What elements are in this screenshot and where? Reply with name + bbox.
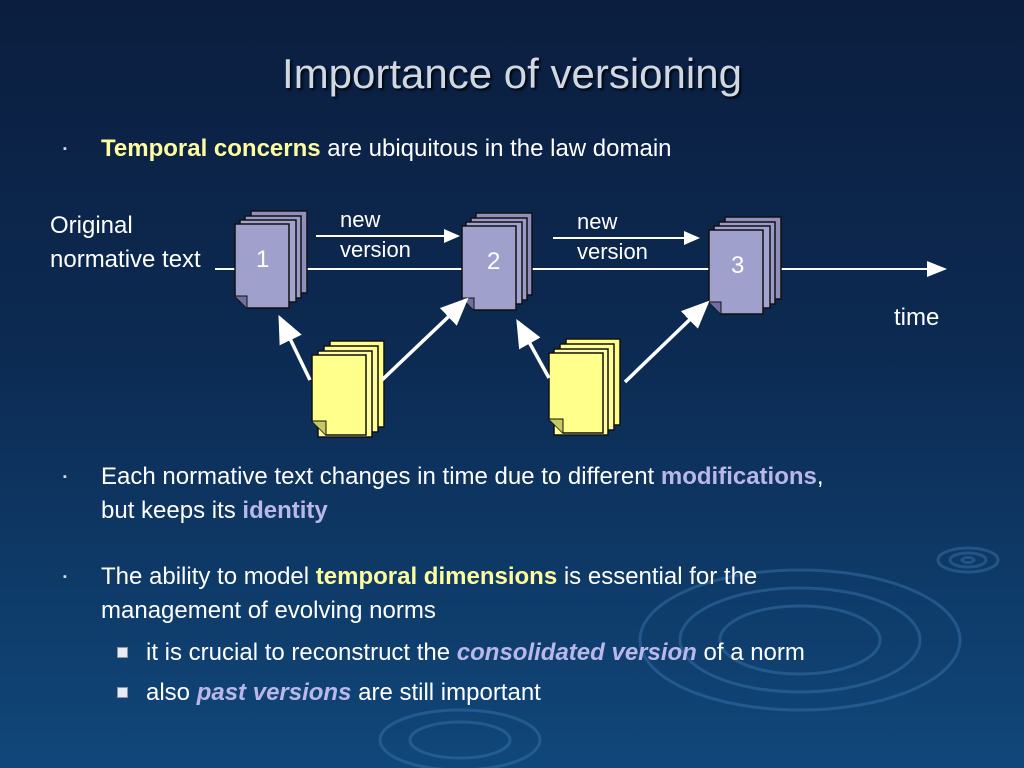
original-label-line2: normative text bbox=[50, 246, 201, 273]
version-number-3: 3 bbox=[731, 252, 745, 279]
bullet-text: are ubiquitous in the law domain bbox=[320, 135, 672, 162]
version-number-1: 1 bbox=[256, 246, 270, 273]
bullet-text: of a norm bbox=[696, 639, 805, 666]
highlight-temporal-concerns: Temporal concerns bbox=[101, 135, 321, 162]
bullet-text: Each normative text changes in time due … bbox=[101, 463, 661, 490]
highlight-identity: identity bbox=[242, 497, 328, 524]
sub-bullet-past-versions: also past versions are still important bbox=[146, 676, 541, 710]
slide-title: Importance of versioning bbox=[282, 50, 742, 97]
bullet-text: , bbox=[816, 463, 824, 490]
modification-arrow-1a bbox=[278, 314, 312, 381]
original-label-line1: Original bbox=[50, 212, 133, 239]
highlight-temporal-dimensions: temporal dimensions bbox=[315, 563, 558, 590]
bullet-text: it is crucial to reconstruct the bbox=[146, 639, 457, 666]
bullet-marker: ▪ bbox=[63, 571, 67, 583]
bullet-temporal-dimensions: The ability to model temporal dimensions… bbox=[101, 560, 1001, 628]
bullet-text: is essential for the bbox=[557, 563, 758, 590]
versioning-diagram bbox=[215, 210, 947, 438]
modification-document-stack-1 bbox=[311, 340, 385, 438]
bullet-marker: ▪ bbox=[63, 143, 67, 155]
new-version-label-2-line2: version bbox=[577, 239, 648, 264]
document-stack-version-1 bbox=[234, 210, 308, 309]
bullet-marker: ▪ bbox=[63, 471, 67, 483]
modification-arrow-1b bbox=[380, 297, 469, 382]
document-stack-version-3 bbox=[708, 216, 782, 315]
highlight-past-versions: past versions bbox=[196, 679, 352, 706]
bullet-text: The ability to model bbox=[101, 563, 316, 590]
time-label: time bbox=[894, 304, 940, 331]
highlight-consolidated-version: consolidated version bbox=[456, 639, 697, 666]
bullet-text: but keeps its bbox=[101, 497, 243, 524]
modification-arrow-2a bbox=[516, 318, 551, 379]
modification-arrow-2b bbox=[623, 300, 710, 384]
version-number-2: 2 bbox=[487, 248, 501, 275]
bullet-temporal-concerns: Temporal concerns are ubiquitous in the … bbox=[101, 132, 672, 166]
highlight-modifications: modifications bbox=[660, 463, 817, 490]
sub-bullet-marker bbox=[117, 647, 128, 658]
bullet-text: management of evolving norms bbox=[101, 597, 436, 624]
document-stack-version-2 bbox=[461, 212, 533, 311]
new-version-label-1-line2: version bbox=[340, 237, 411, 262]
bullet-text: also bbox=[146, 679, 197, 706]
sub-bullet-marker bbox=[117, 687, 128, 698]
bullet-modifications: Each normative text changes in time due … bbox=[101, 460, 1001, 528]
sub-bullet-consolidated: it is crucial to reconstruct the consoli… bbox=[146, 636, 805, 670]
new-version-label-2-line1: new bbox=[577, 209, 618, 234]
new-version-label-1-line1: new bbox=[340, 207, 381, 232]
bullet-text: are still important bbox=[351, 679, 541, 706]
modification-document-stack-2 bbox=[548, 338, 621, 436]
